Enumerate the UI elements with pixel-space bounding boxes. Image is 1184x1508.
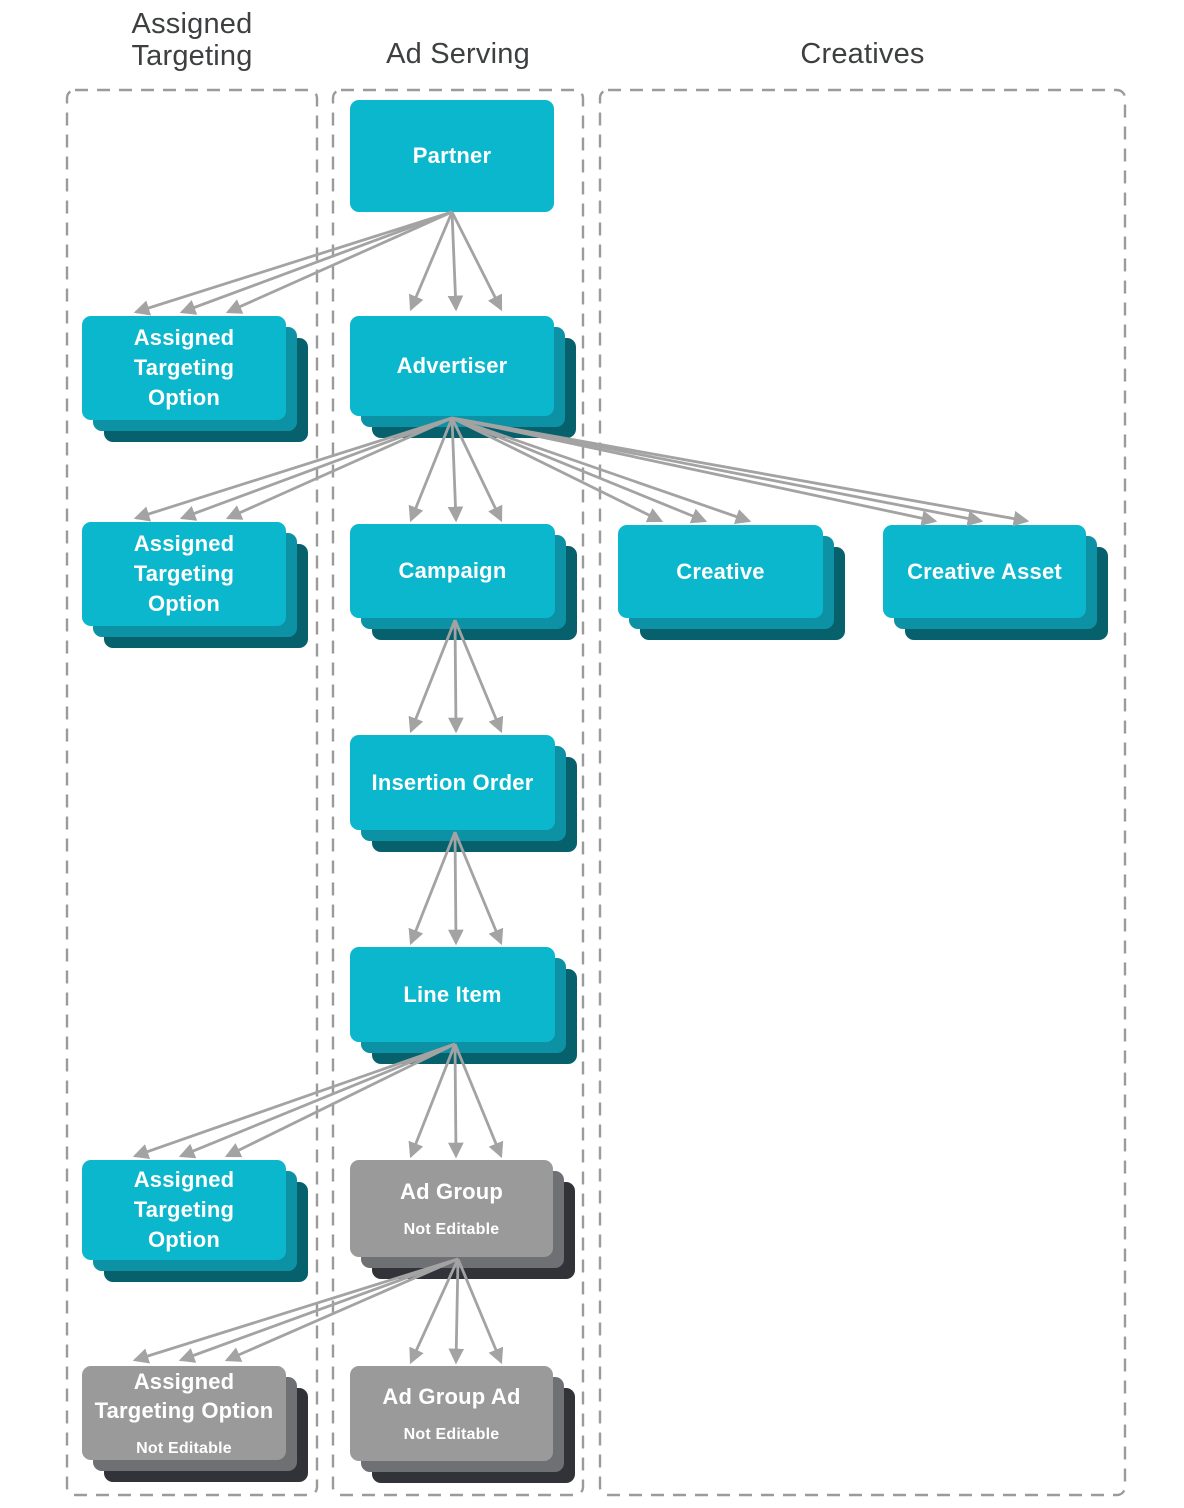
node-label: Assigned Targeting Option bbox=[94, 1368, 274, 1423]
node-line-item: Line Item bbox=[350, 947, 555, 1042]
node-label: Campaign bbox=[398, 558, 507, 584]
node-label: Assigned Targeting Option bbox=[133, 531, 235, 616]
node-assigned-targeting-option-3: Assigned Targeting Option bbox=[82, 1160, 286, 1260]
node-assigned-targeting-option-2: Assigned Targeting Option bbox=[82, 522, 286, 626]
node-insertion-order: Insertion Order bbox=[350, 735, 555, 830]
node-sublabel: Not Editable bbox=[136, 1440, 232, 1458]
node-label: Assigned Targeting Option bbox=[133, 1167, 235, 1252]
node-label: Ad Group bbox=[399, 1178, 504, 1204]
node-label: Advertiser bbox=[396, 353, 508, 379]
node-ad-group-ad: Ad Group Ad Not Editable bbox=[350, 1366, 553, 1461]
node-advertiser: Advertiser bbox=[350, 316, 554, 416]
node-partner: Partner bbox=[350, 100, 554, 212]
node-sublabel: Not Editable bbox=[403, 1221, 500, 1239]
node-campaign: Campaign bbox=[350, 524, 555, 618]
node-label: Partner bbox=[412, 143, 492, 169]
node-label: Insertion Order bbox=[371, 769, 534, 795]
node-label: Line Item bbox=[403, 981, 502, 1007]
node-label: Assigned Targeting Option bbox=[133, 325, 235, 410]
node-creative-asset: Creative Asset bbox=[883, 525, 1086, 618]
node-label: Ad Group Ad bbox=[382, 1383, 521, 1409]
node-assigned-targeting-option-1: Assigned Targeting Option bbox=[82, 316, 286, 420]
node-label: Creative bbox=[676, 558, 765, 584]
node-sublabel: Not Editable bbox=[403, 1426, 500, 1444]
node-label: Creative Asset bbox=[907, 558, 1062, 584]
node-creative: Creative bbox=[618, 525, 823, 618]
